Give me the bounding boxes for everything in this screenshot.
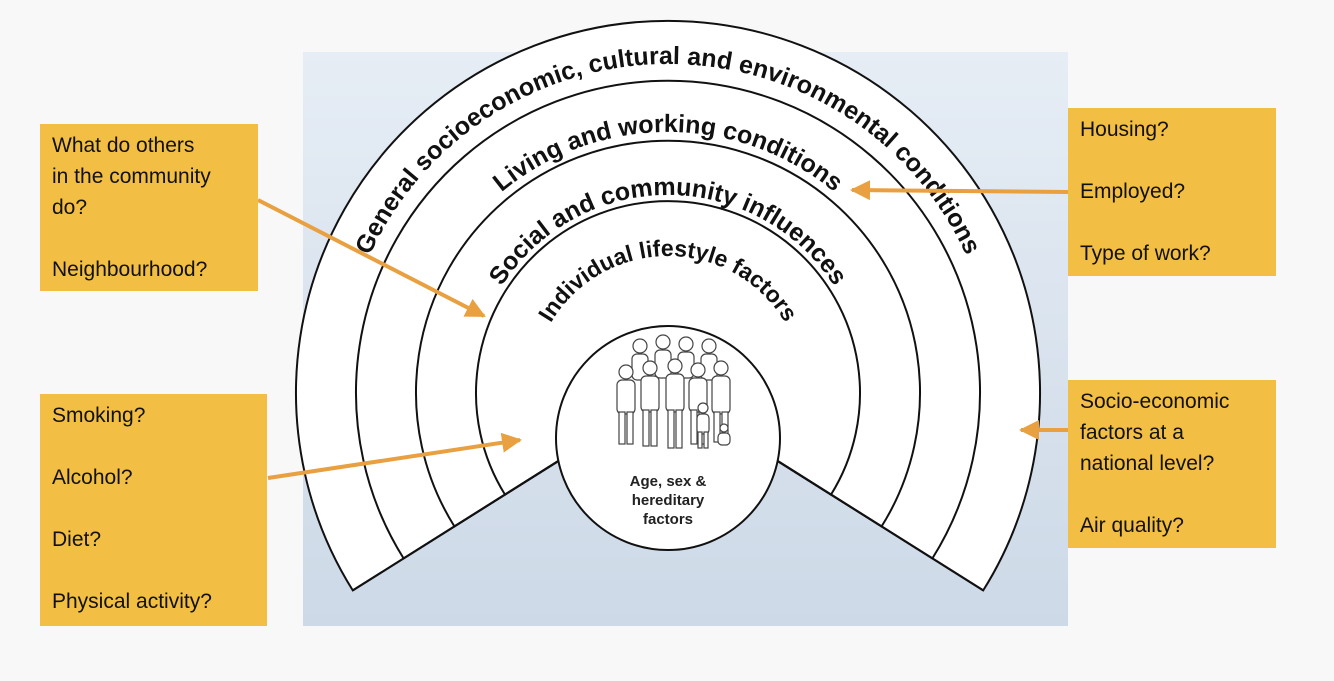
note-housing-line1: Housing? [1080,118,1169,141]
note-community-line1: What do others [52,134,195,157]
note-housing-line2: Employed? [1080,180,1186,203]
arrow-housing [850,180,1069,201]
note-housing-line3: Type of work? [1080,242,1211,265]
band-edge-left [352,455,567,592]
people-group-icon [616,334,731,449]
note-lifestyle-line1: Smoking? [52,404,146,427]
note-housing: Housing? Employed? Type of work? [1068,108,1276,276]
note-national-line4: Air quality? [1080,514,1184,537]
core-label-line3: factors [643,511,693,528]
core-label-line1: Age, sex & [630,473,707,490]
note-community: What do others in the community do? Neig… [40,124,258,291]
core-label-line2: hereditary [632,492,705,509]
note-lifestyle: Smoking? Alcohol? Diet? Physical activit… [40,394,267,626]
note-national: Socio-economic factors at a national lev… [1068,380,1276,548]
arrows [257,180,1069,480]
note-lifestyle-line2: Alcohol? [52,466,133,489]
note-community-line2: in the community [52,165,211,188]
note-lifestyle-line3: Diet? [52,528,102,551]
note-community-line4: Neighbourhood? [52,258,208,281]
note-lifestyle-line4: Physical activity? [52,590,212,613]
note-national-line2: factors at a [1080,421,1184,444]
arrow-lifestyle [267,432,522,480]
note-community-line3: do? [52,196,88,219]
note-national-line1: Socio-economic [1080,390,1230,413]
note-national-line3: national level? [1080,452,1215,475]
band-edge-right [769,455,984,592]
arrow-community [257,198,486,318]
